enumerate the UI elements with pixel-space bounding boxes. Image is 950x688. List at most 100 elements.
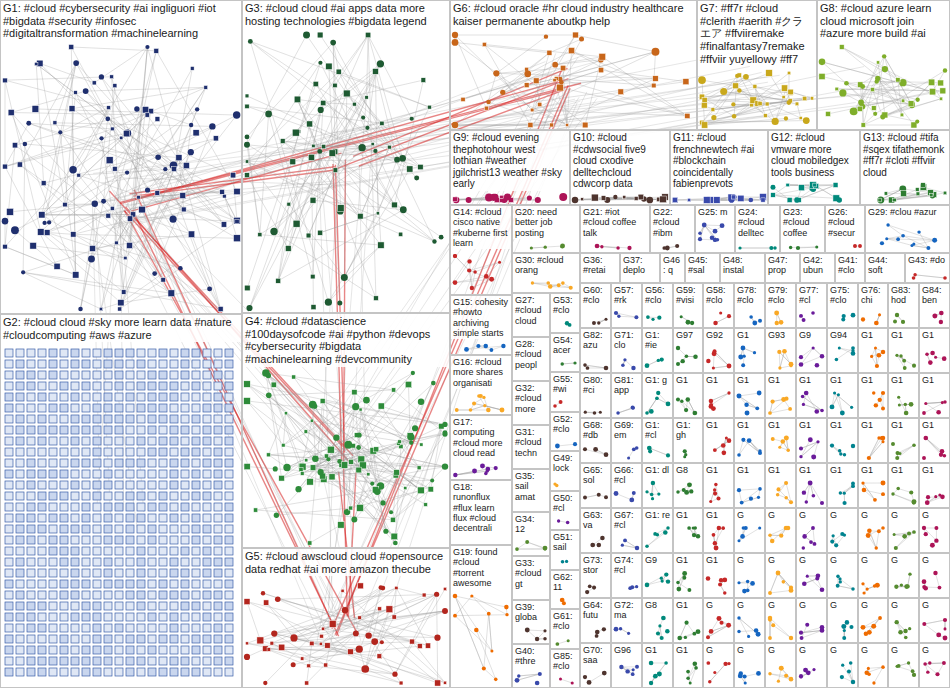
vertex-icon: [582, 122, 588, 128]
group-label: G9: #cloud evening thephotohour west lot…: [451, 131, 569, 191]
vertex-dot: [743, 74, 749, 80]
vertex-icon: [137, 580, 145, 588]
vertex-icon: [148, 635, 156, 643]
graph-edge: [274, 123, 382, 231]
vertex-icon: [123, 130, 129, 136]
cluster-graph: [1, 43, 241, 313]
vertex-dot: [125, 170, 129, 174]
vertex-icon: [93, 646, 101, 654]
vertex-icon: [82, 481, 90, 489]
graph-edge: [555, 60, 601, 65]
vertex-icon: [35, 62, 38, 65]
vertex-icon: [60, 657, 68, 665]
vertex-dot: [101, 199, 106, 204]
vertex-icon: [181, 602, 189, 610]
vertex-dot: [105, 116, 110, 121]
vertex-icon: [137, 470, 145, 478]
vertex-icon: [753, 84, 757, 88]
vertex-icon: [104, 536, 112, 544]
graph-edge: [332, 383, 433, 477]
graph-edge: [360, 216, 400, 234]
graph-edge: [302, 447, 401, 474]
vertex-icon: [371, 143, 374, 146]
group-box: G9: #cloud evening thephotohour west lot…: [450, 130, 570, 205]
vertex-icon: [27, 426, 35, 434]
vertex-icon: [424, 503, 428, 507]
vertex-dot: [527, 195, 532, 200]
vertex-icon: [115, 437, 123, 445]
vertex-dot: [371, 638, 378, 645]
vertex-icon: [307, 664, 311, 668]
graph-edge: [309, 666, 395, 674]
vertex-icon: [170, 525, 178, 533]
group-label: G2: #cloud cloud #sky more learn data #n…: [1, 315, 241, 342]
vertex-icon: [115, 415, 123, 423]
vertex-dot: [394, 157, 400, 163]
vertex-icon: [27, 382, 35, 390]
vertex-dot: [418, 399, 424, 405]
vertex-icon: [378, 403, 384, 409]
vertex-icon: [137, 503, 145, 511]
graph-edge: [294, 377, 422, 445]
vertex-icon: [38, 481, 46, 489]
vertex-icon: [38, 525, 46, 533]
vertex-icon: [294, 96, 301, 103]
graph-edge: [326, 591, 343, 665]
vertex-icon: [154, 48, 159, 53]
vertex-icon: [49, 404, 57, 412]
graph-edge: [247, 602, 428, 646]
graph-edge: [854, 78, 878, 111]
vertex-icon: [126, 448, 134, 456]
vertex-icon: [104, 624, 112, 632]
graph-edge: [73, 208, 112, 234]
vertex-icon: [115, 241, 119, 245]
vertex-dot: [58, 130, 62, 134]
graph-edge: [76, 92, 164, 279]
vertex-icon: [181, 349, 189, 357]
graph-edge: [250, 103, 324, 308]
graph-edge: [278, 204, 289, 281]
vertex-icon: [82, 371, 90, 379]
graph-edge: [394, 588, 396, 617]
vertex-dot: [373, 149, 377, 153]
vertex-icon: [203, 481, 211, 489]
vertex-icon: [310, 641, 314, 645]
vertex-icon: [192, 360, 200, 368]
graph-edge: [369, 636, 438, 638]
cluster-link: [102, 171, 334, 602]
vertex-icon: [861, 123, 865, 127]
vertex-icon: [538, 102, 542, 106]
cluster-graph: [451, 31, 696, 129]
graph-edge: [247, 643, 395, 674]
graph-edge: [260, 235, 381, 245]
vertex-icon: [566, 123, 569, 126]
vertex-dot: [379, 585, 384, 590]
vertex-icon: [77, 173, 81, 177]
group-box: G7: #ff7r #cloud #clerith #aerith #クラエア …: [697, 0, 817, 130]
vertex-icon: [192, 514, 200, 522]
vertex-icon: [137, 360, 145, 368]
graph-edge: [247, 63, 320, 175]
vertex-icon: [203, 536, 211, 544]
vertex-icon: [38, 426, 46, 434]
graph-edge: [575, 35, 655, 52]
vertex-icon: [353, 102, 357, 106]
graph-edge: [274, 385, 378, 492]
vertex-icon: [27, 481, 35, 489]
graph-edge: [401, 383, 433, 446]
graph-edge: [323, 401, 412, 443]
vertex-icon: [60, 613, 68, 621]
vertex-icon: [71, 503, 79, 511]
vertex-icon: [60, 624, 68, 632]
vertex-icon: [148, 569, 156, 577]
vertex-icon: [115, 602, 123, 610]
graph-edge: [373, 451, 421, 491]
vertex-icon: [137, 382, 145, 390]
vertex-icon: [38, 646, 46, 654]
vertex-icon: [214, 415, 222, 423]
vertex-icon: [188, 231, 194, 237]
graph-edge: [775, 90, 786, 121]
vertex-icon: [115, 459, 123, 467]
vertex-dot: [266, 373, 271, 378]
graph-edge: [15, 230, 57, 266]
